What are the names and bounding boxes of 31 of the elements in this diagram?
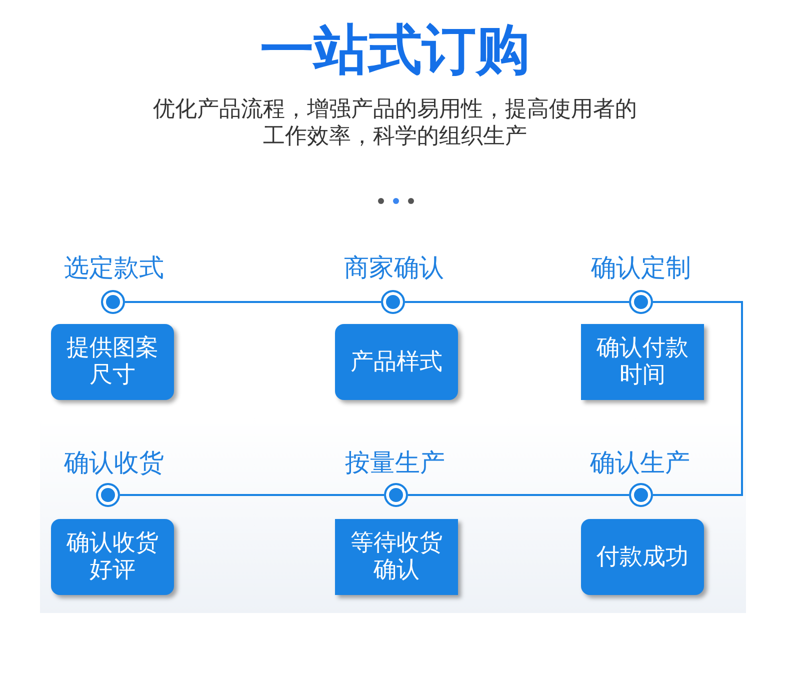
step-label: 付款成功 — [596, 544, 688, 570]
subtitle: 优化产品流程，增强产品的易用性，提高使用者的工作效率，科学的组织生产 — [152, 96, 638, 150]
timeline-node — [381, 290, 405, 314]
step-box — [581, 324, 704, 400]
step-box — [581, 519, 704, 595]
step-heading: 确认收货 — [64, 448, 164, 478]
connector-line — [408, 494, 629, 496]
timeline-node — [96, 483, 120, 507]
step-label: 确认收货好评 — [66, 530, 160, 584]
step-heading: 选定款式 — [64, 253, 164, 283]
connector-line — [405, 301, 629, 303]
step-box — [335, 519, 458, 595]
step-heading: 确认定制 — [591, 253, 691, 283]
step-heading: 按量生产 — [345, 448, 445, 478]
timeline-node — [629, 290, 653, 314]
step-box — [51, 324, 174, 400]
step-box — [51, 519, 174, 595]
timeline-node — [629, 483, 653, 507]
step-label: 等待收货确认 — [350, 530, 444, 584]
step-heading: 商家确认 — [344, 253, 444, 283]
timeline-node — [101, 290, 125, 314]
connector-line — [125, 301, 381, 303]
connector-line — [653, 301, 743, 496]
step-heading: 确认生产 — [590, 448, 690, 478]
step-box — [335, 324, 458, 400]
step-label: 产品样式 — [350, 348, 442, 376]
timeline-node — [384, 483, 408, 507]
step-label: 提供图案尺寸 — [66, 335, 160, 389]
step-label: 确认付款时间 — [596, 335, 690, 389]
page-title: 一站式订购 — [260, 17, 530, 83]
connector-line — [120, 494, 384, 496]
